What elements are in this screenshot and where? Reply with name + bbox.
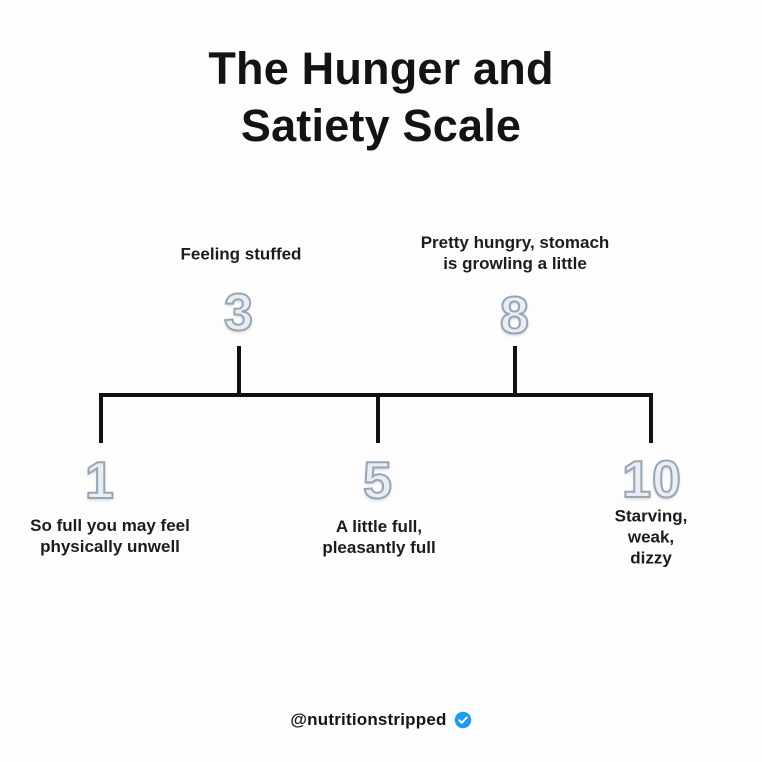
scale-tick-10 [649, 393, 653, 443]
verified-checkmark-icon [454, 711, 472, 729]
scale-label-feeling-stuffed: Feeling stuffed [180, 244, 302, 264]
scale-label-so-full: So full you may feel physically unwell [30, 516, 190, 556]
scale-label-a-little-full: A little full, pleasantly full [322, 517, 436, 557]
scale-tick-3 [237, 346, 241, 397]
scale-number-10: 10 [621, 451, 682, 509]
watermark: @nutritionstripped [0, 710, 762, 730]
scale-number-3: 3 [223, 284, 254, 342]
scale-tick-1 [99, 393, 103, 443]
title-line-2: Satiety Scale [240, 100, 522, 151]
scale-tick-8 [513, 346, 517, 397]
title-line-1: The Hunger and [208, 43, 554, 94]
scale-label-pretty-hungry: Pretty hungry, stomach is growling a lit… [420, 233, 610, 273]
scale-number-8: 8 [499, 287, 530, 345]
scale-tick-5 [376, 393, 380, 443]
account-handle: @nutritionstripped [290, 710, 447, 729]
scale-label-starving: Starving, weak, dizzy [614, 506, 688, 568]
page-title: The Hunger and Satiety Scale [0, 40, 762, 154]
scale-number-1: 1 [84, 452, 115, 510]
scale-number-5: 5 [362, 452, 393, 510]
